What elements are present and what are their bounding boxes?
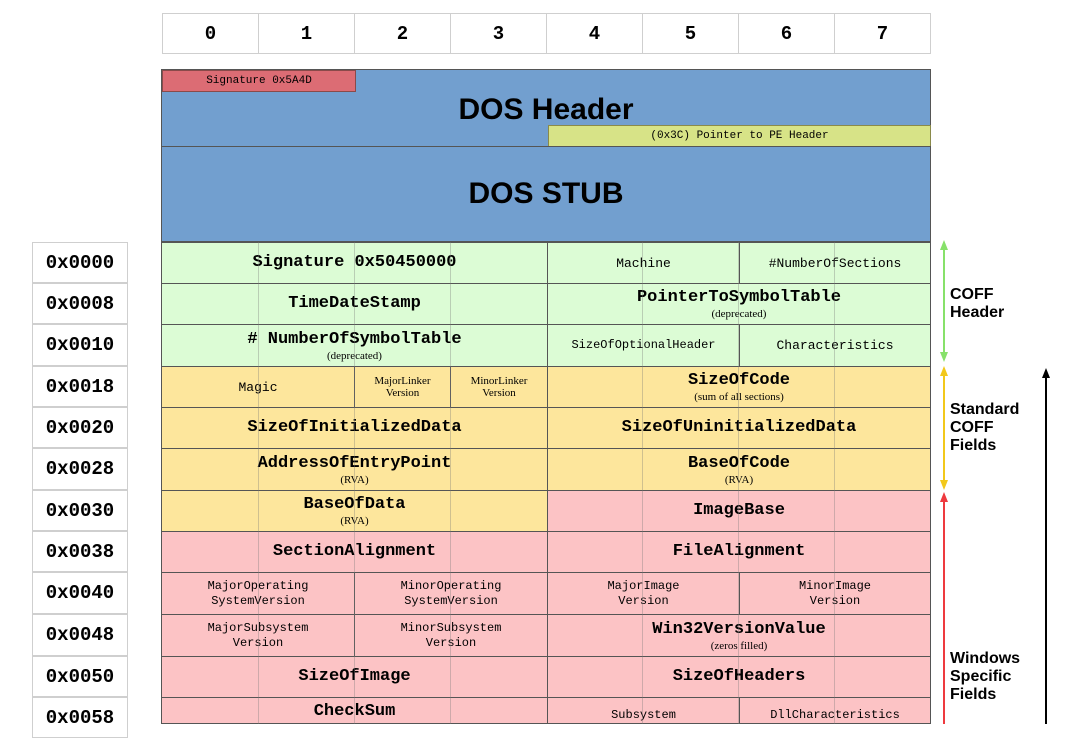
offset-label: 0x0000: [32, 242, 128, 283]
field-size-of-initialized-data: SizeOfInitializedData: [161, 407, 548, 449]
offset-label: 0x0020: [32, 407, 128, 448]
dos-stub-block: DOS STUB: [161, 146, 931, 242]
dos-header-block: Signature 0x5A4D DOS Header (0x3C) Point…: [161, 69, 931, 147]
column-header: 0: [162, 13, 259, 54]
field-size-of-headers: SizeOfHeaders: [547, 656, 931, 698]
field-signature: Signature 0x50450000: [161, 242, 548, 284]
field-size-of-code: SizeOfCode (sum of all sections): [547, 366, 931, 408]
field-magic: Magic: [161, 366, 355, 408]
field-minor-image-version: MinorImage Version: [739, 572, 931, 615]
field-major-image-version: MajorImage Version: [547, 572, 740, 615]
field-size-of-uninitialized-data: SizeOfUninitializedData: [547, 407, 931, 449]
offset-label: 0x0058: [32, 697, 128, 738]
field-size-of-image: SizeOfImage: [161, 656, 548, 698]
column-header: 4: [546, 13, 643, 54]
field-minor-os-version: MinorOperating SystemVersion: [354, 572, 548, 615]
field-machine: Machine: [547, 242, 740, 284]
field-number-of-symbol-table: # NumberOfSymbolTable (deprecated): [161, 324, 548, 367]
coff-header-label: COFF Header: [950, 286, 1005, 321]
windows-specific-fields-label: Windows Specific Fields: [950, 650, 1021, 703]
field-size-of-optional-header: SizeOfOptionalHeader: [547, 324, 740, 367]
field-time-date-stamp: TimeDateStamp: [161, 283, 548, 325]
field-number-of-sections: #NumberOfSections: [739, 242, 931, 284]
dos-stub-title: DOS STUB: [468, 177, 624, 210]
field-base-of-data: BaseOfData (RVA): [161, 490, 548, 532]
field-dll-characteristics: DllCharacteristics: [739, 697, 931, 724]
standard-coff-fields-label: Standard COFF Fields: [950, 401, 1020, 454]
field-checksum: CheckSum: [161, 697, 548, 724]
windows-specific-arrow: [940, 492, 948, 724]
field-base-of-code: BaseOfCode (RVA): [547, 448, 931, 491]
column-header: 1: [258, 13, 355, 54]
offset-label: 0x0018: [32, 366, 128, 407]
dos-signature: Signature 0x5A4D: [162, 70, 356, 92]
column-header: 6: [738, 13, 835, 54]
offset-label: 0x0010: [32, 324, 128, 366]
field-major-linker-version: MajorLinker Version: [354, 366, 451, 408]
section-arrows: [940, 240, 948, 724]
dos-header-title: DOS Header: [458, 93, 634, 126]
field-major-os-version: MajorOperating SystemVersion: [161, 572, 355, 615]
optional-header-arrow: [1042, 368, 1050, 724]
offset-label: 0x0038: [32, 531, 128, 572]
coff-header-arrow: [940, 240, 948, 362]
offset-label: 0x0028: [32, 448, 128, 490]
field-image-base: ImageBase: [547, 490, 931, 532]
column-header: 3: [450, 13, 547, 54]
column-header: 2: [354, 13, 451, 54]
field-minor-linker-version: MinorLinker Version: [450, 366, 548, 408]
field-file-alignment: FileAlignment: [547, 531, 931, 573]
offset-label: 0x0050: [32, 656, 128, 697]
field-pointer-to-symbol-table: PointerToSymbolTable (deprecated): [547, 283, 931, 325]
field-minor-subsystem-version: MinorSubsystem Version: [354, 614, 548, 657]
field-characteristics: Characteristics: [739, 324, 931, 367]
field-major-subsystem-version: MajorSubsystem Version: [161, 614, 355, 657]
column-header: 7: [834, 13, 931, 54]
column-header: 5: [642, 13, 739, 54]
offset-label: 0x0030: [32, 490, 128, 531]
offset-label: 0x0048: [32, 614, 128, 656]
standard-coff-arrow: [940, 366, 948, 490]
field-address-of-entry-point: AddressOfEntryPoint (RVA): [161, 448, 548, 491]
offset-label: 0x0040: [32, 572, 128, 614]
field-subsystem: Subsystem: [547, 697, 740, 724]
offset-label: 0x0008: [32, 283, 128, 324]
field-win32-version-value: Win32VersionValue (zeros filled): [547, 614, 931, 657]
pe-header-pointer: (0x3C) Pointer to PE Header: [548, 125, 931, 147]
field-section-alignment: SectionAlignment: [161, 531, 548, 573]
